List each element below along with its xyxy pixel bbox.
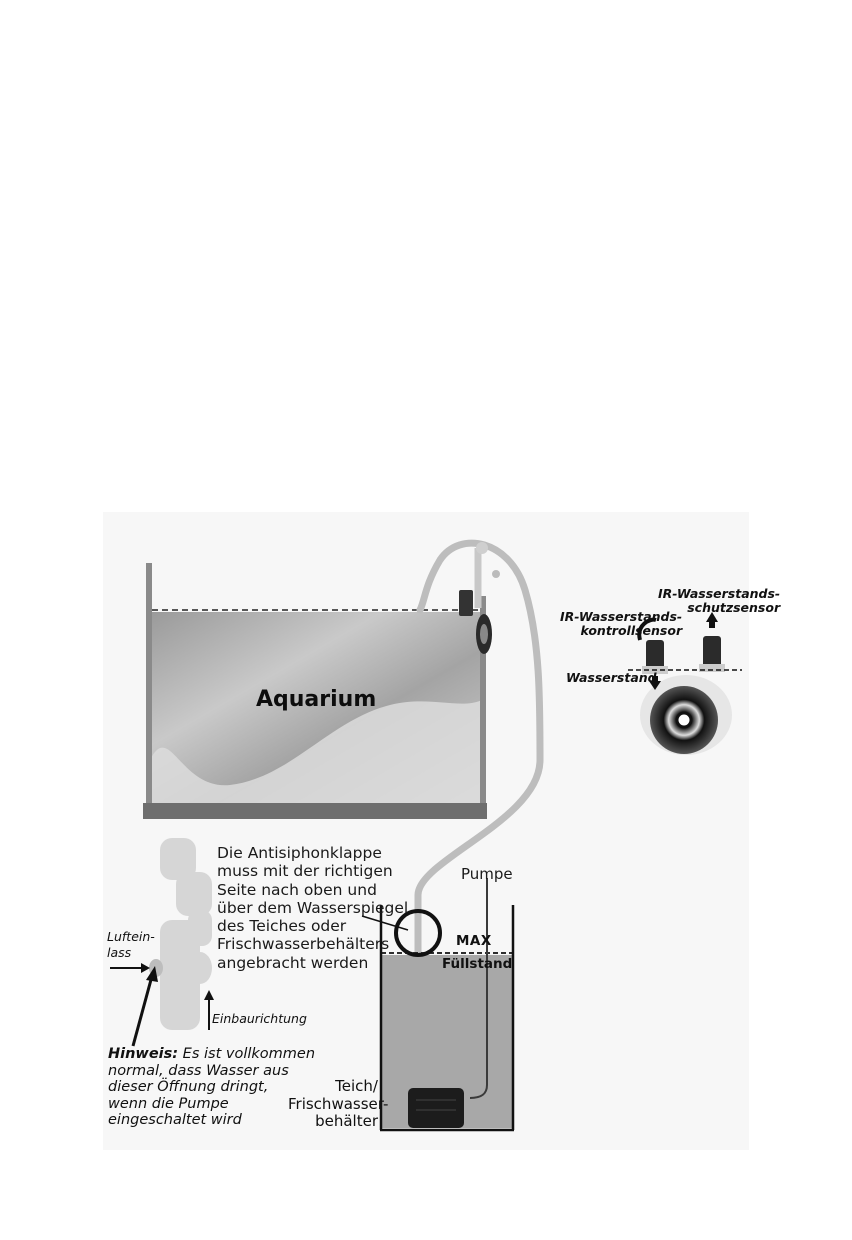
lufteinlass-line: lass: [107, 945, 132, 961]
antisiphon-valve-detail: [149, 838, 212, 1030]
aquarium-tank: [143, 563, 487, 819]
hinweis-line: Hinweis: Es ist vollkommen: [108, 1046, 315, 1063]
aquarium-label: Aquarium: [256, 687, 377, 712]
note-line: Die Antisiphonklappe: [217, 844, 382, 862]
note-line: angebracht werden: [217, 953, 369, 972]
note-line: des Teiches oder: [217, 917, 347, 936]
note-line: Seite nach oben und: [217, 880, 377, 899]
aquarium-right-wall: [480, 596, 486, 804]
teich-line: Frischwasser-: [288, 1094, 389, 1113]
antisiphon-note: Die Antisiphonklappe muss mit der richti…: [217, 844, 408, 972]
hinweis-note: Hinweis: Es ist vollkommen normal, dass …: [108, 1046, 315, 1129]
note-line: über dem Wasserspiegel: [217, 898, 409, 917]
lufteinlass-arrow: [110, 963, 150, 973]
hinweis-line: dieser Öffnung dringt,: [108, 1079, 269, 1096]
hinweis-text: Es ist vollkommen: [182, 1046, 316, 1062]
einbaurichtung-arrow: [204, 990, 214, 1030]
antisiphon-valve-marker: [394, 909, 442, 957]
pump: [408, 1088, 464, 1128]
hinweis-label: Hinweis:: [108, 1046, 179, 1062]
water-tube: [414, 539, 544, 1094]
pond-container: [379, 905, 515, 1132]
ir-kontroll-line: IR-Wasserstands-: [560, 609, 683, 624]
ir-schutz-label: IR-Wasserstands- schutzsensor: [658, 587, 780, 615]
fuellstand-label: Füllstand: [442, 956, 513, 972]
ir-kontroll-line: kontrollsensor: [580, 622, 683, 638]
teich-line: behälter: [315, 1112, 378, 1131]
lufteinlass-label: Luftein- lass: [107, 929, 155, 962]
pumpe-label: Pumpe: [461, 865, 513, 883]
aquarium-base: [143, 803, 487, 819]
aquarium-sand: [150, 700, 482, 804]
lufteinlass-line: Luftein-: [107, 929, 155, 944]
aquarium-left-wall: [146, 563, 152, 804]
max-label: MAX: [456, 933, 492, 949]
ir-sensor-detail: [628, 612, 742, 755]
pump-cable: [469, 878, 488, 1099]
einbaurichtung-label: Einbaurichtung: [212, 1011, 307, 1026]
ir-kontroll-sensor-body: [646, 640, 664, 672]
mounted-sensor: [459, 590, 492, 654]
hinweis-arrow: [131, 966, 158, 1047]
hinweis-line: normal, dass Wasser aus: [108, 1062, 289, 1079]
note-line: muss mit der richtigen: [217, 862, 393, 881]
note-line: Frischwasserbehälters: [217, 935, 390, 954]
ir-kontroll-label: IR-Wasserstands- kontrollsensor: [560, 610, 682, 638]
teich-line: Teich/: [335, 1077, 378, 1095]
hinweis-line: wenn die Pumpe: [108, 1095, 229, 1112]
ir-schutz-line: IR-Wasserstands-: [658, 586, 781, 601]
ir-schutz-sensor-body: [703, 636, 721, 672]
hinweis-line: eingeschaltet wird: [108, 1112, 242, 1129]
ir-schutz-line: schutzsensor: [687, 599, 781, 615]
teich-label: Teich/ Frischwasser- behälter: [288, 1077, 389, 1131]
note-pointer: [361, 915, 409, 931]
wasserstand-label: Wasserstand: [566, 670, 657, 685]
